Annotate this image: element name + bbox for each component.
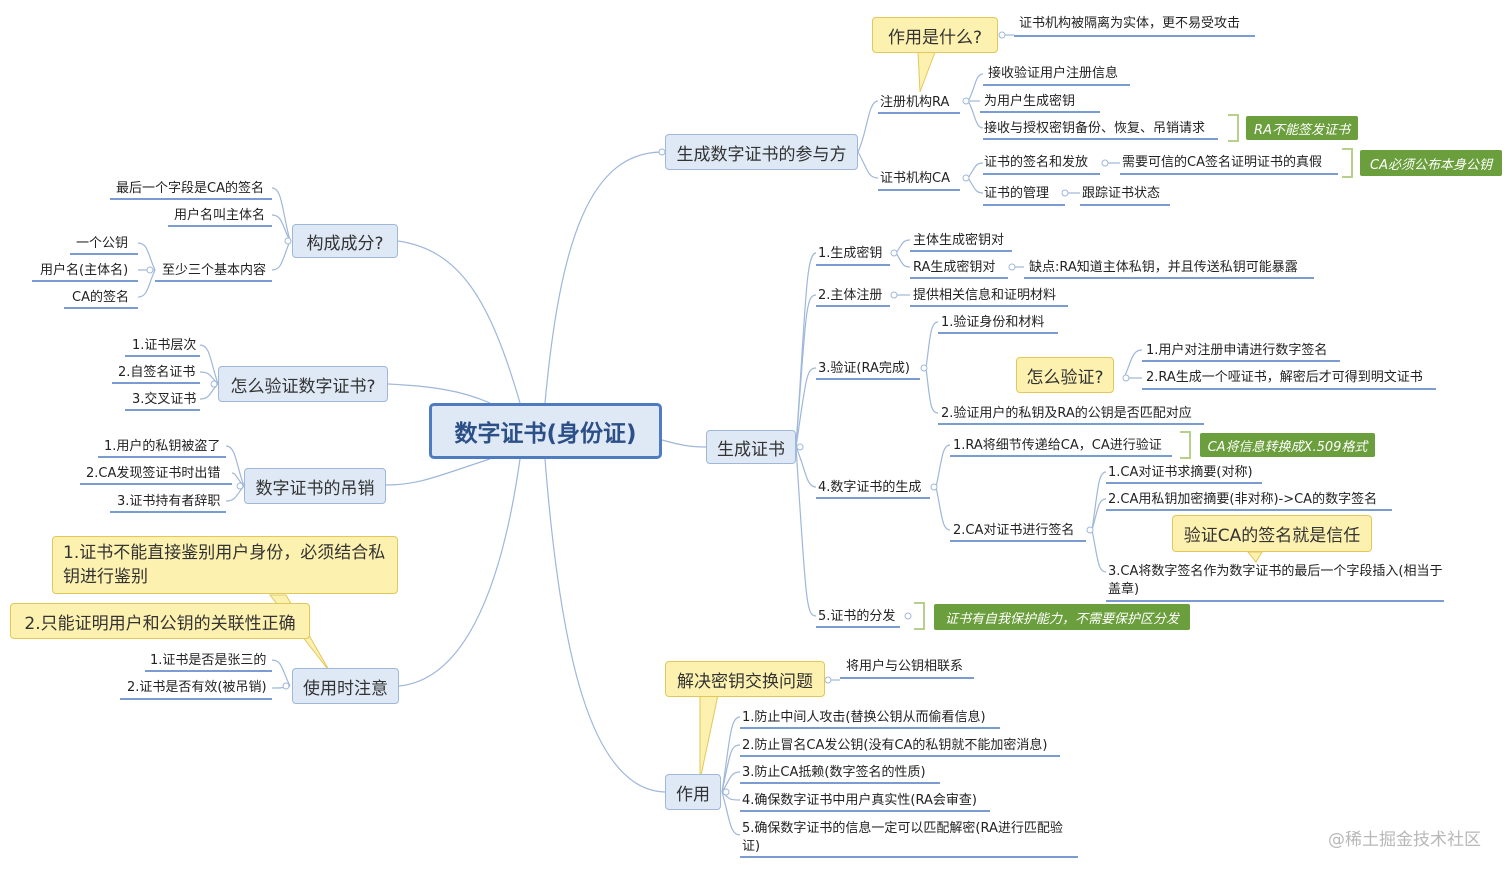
step2-label[interactable]: 2.主体注册 (818, 288, 883, 303)
callout-key-exchange[interactable]: 解决密钥交换问题 (665, 661, 825, 697)
ra-item-3[interactable]: 接收与授权密钥备份、恢复、吊销请求 (984, 121, 1206, 136)
effect-item-5[interactable]: 5.确保数字证书的信息一定可以匹配解密(RA进行匹配验证) (742, 821, 1063, 854)
topic-participants[interactable]: 生成数字证书的参与方 (665, 134, 858, 170)
step4-insert-signature[interactable]: 3.CA将数字签名作为数字证书的最后一个字段插入(相当于盖章) (1108, 564, 1443, 597)
topic-composition[interactable]: 构成成分? (292, 224, 398, 258)
step3-user-sign[interactable]: 1.用户对注册申请进行数字签名 (1146, 343, 1328, 358)
step3-key-match[interactable]: 2.验证用户的私钥及RA的公钥是否匹配对应 (941, 406, 1192, 421)
verify-item-3[interactable]: 3.交叉证书 (132, 392, 197, 407)
verify-item-1[interactable]: 1.证书层次 (132, 338, 197, 353)
ca-sign-issue[interactable]: 证书的签名和发放 (984, 155, 1089, 170)
topic-usage[interactable]: 使用时注意 (292, 668, 399, 704)
watermark: @稀土掘金技术社区 (1328, 830, 1481, 850)
callout-how-verify[interactable]: 怎么验证? (1016, 357, 1114, 393)
topic-revoke[interactable]: 数字证书的吊销 (244, 468, 386, 504)
usage-item-2[interactable]: 2.证书是否有效(被吊销) (127, 680, 267, 695)
comp-last-field[interactable]: 最后一个字段是CA的签名 (116, 181, 264, 196)
ca-sign-detail[interactable]: 需要可信的CA签名证明证书的真假 (1122, 155, 1322, 170)
callout-what-for[interactable]: 作用是什么? (872, 17, 998, 53)
ca-manage[interactable]: 证书的管理 (984, 186, 1050, 201)
effect-item-1[interactable]: 1.防止中间人攻击(替换公钥从而偷看信息) (742, 710, 986, 725)
tag-ra-cannot-sign[interactable]: RA不能签发证书 (1246, 116, 1358, 140)
ra-item-1[interactable]: 接收验证用户注册信息 (988, 66, 1119, 81)
revoke-item-3[interactable]: 3.证书持有者辞职 (117, 494, 221, 509)
step4-label[interactable]: 4.数字证书的生成 (818, 480, 922, 495)
comp-subject-name[interactable]: 用户名叫主体名 (174, 208, 266, 223)
ra-item-2[interactable]: 为用户生成密钥 (984, 94, 1076, 109)
label-ra[interactable]: 注册机构RA (880, 95, 950, 110)
topic-effect[interactable]: 作用 (665, 774, 721, 810)
usage-item-1[interactable]: 1.证书是否是张三的 (150, 653, 267, 668)
step4-ra-to-ca[interactable]: 1.RA将细节传递给CA，CA进行验证 (953, 438, 1162, 453)
callout-trust[interactable]: 验证CA的签名就是信任 (1172, 515, 1372, 552)
step4-digest[interactable]: 1.CA对证书求摘要(对称) (1108, 465, 1253, 480)
comp-three-basics[interactable]: 至少三个基本内容 (162, 263, 267, 278)
topic-generate[interactable]: 生成证书 (706, 430, 796, 464)
basic-subject[interactable]: 用户名(主体名) (40, 263, 129, 278)
step1-label[interactable]: 1.生成密钥 (818, 246, 883, 261)
step1-ra-drawback[interactable]: 缺点:RA知道主体私钥，并且传送私钥可能暴露 (1029, 260, 1298, 275)
step2-detail[interactable]: 提供相关信息和证明材料 (913, 288, 1057, 303)
tag-x509[interactable]: CA将信息转换成X.509格式 (1200, 433, 1375, 457)
step3-dummy-cert[interactable]: 2.RA生成一个哑证书，解密后才可得到明文证书 (1146, 370, 1423, 385)
step3-verify-materials[interactable]: 1.验证身份和材料 (941, 315, 1045, 330)
label-ca[interactable]: 证书机构CA (880, 171, 950, 186)
step5-label[interactable]: 5.证书的分发 (818, 609, 896, 624)
tag-ca-public-key[interactable]: CA必须公布本身公钥 (1360, 150, 1502, 176)
label-isolated-entity[interactable]: 证书机构被隔离为实体，更不易受攻击 (1019, 16, 1241, 31)
basic-public-key[interactable]: 一个公钥 (76, 236, 129, 251)
ca-manage-detail[interactable]: 跟踪证书状态 (1082, 186, 1161, 201)
root-topic[interactable]: 数字证书(身份证) (429, 403, 662, 459)
revoke-item-1[interactable]: 1.用户的私钥被盗了 (104, 439, 221, 454)
callout-usage-note-2[interactable]: 2.只能证明用户和公钥的关联性正确 (10, 603, 310, 639)
verify-item-2[interactable]: 2.自签名证书 (118, 365, 196, 380)
basic-ca-signature[interactable]: CA的签名 (72, 290, 129, 305)
topic-verify[interactable]: 怎么验证数字证书? (218, 366, 388, 402)
effect-item-2[interactable]: 2.防止冒名CA发公钥(没有CA的私钥就不能加密消息) (742, 738, 1048, 753)
revoke-item-2[interactable]: 2.CA发现签证书时出错 (86, 466, 221, 481)
effect-item-3[interactable]: 3.防止CA抵赖(数字签名的性质) (742, 765, 926, 780)
effect-item-4[interactable]: 4.确保数字证书中用户真实性(RA会审查) (742, 793, 977, 808)
step4-encrypt-digest[interactable]: 2.CA用私钥加密摘要(非对称)->CA的数字签名 (1108, 492, 1378, 507)
callout-usage-note-1[interactable]: 1.证书不能直接鉴别用户身份，必须结合私钥进行鉴别 (52, 536, 398, 594)
step3-label[interactable]: 3.验证(RA完成) (818, 361, 910, 376)
step1-subject-keys[interactable]: 主体生成密钥对 (913, 233, 1005, 248)
step4-ca-sign[interactable]: 2.CA对证书进行签名 (953, 523, 1075, 538)
label-link-user-key[interactable]: 将用户与公钥相联系 (846, 659, 964, 674)
tag-self-protection[interactable]: 证书有自我保护能力，不需要保护区分发 (934, 604, 1190, 630)
step1-ra-keys[interactable]: RA生成密钥对 (913, 260, 996, 275)
